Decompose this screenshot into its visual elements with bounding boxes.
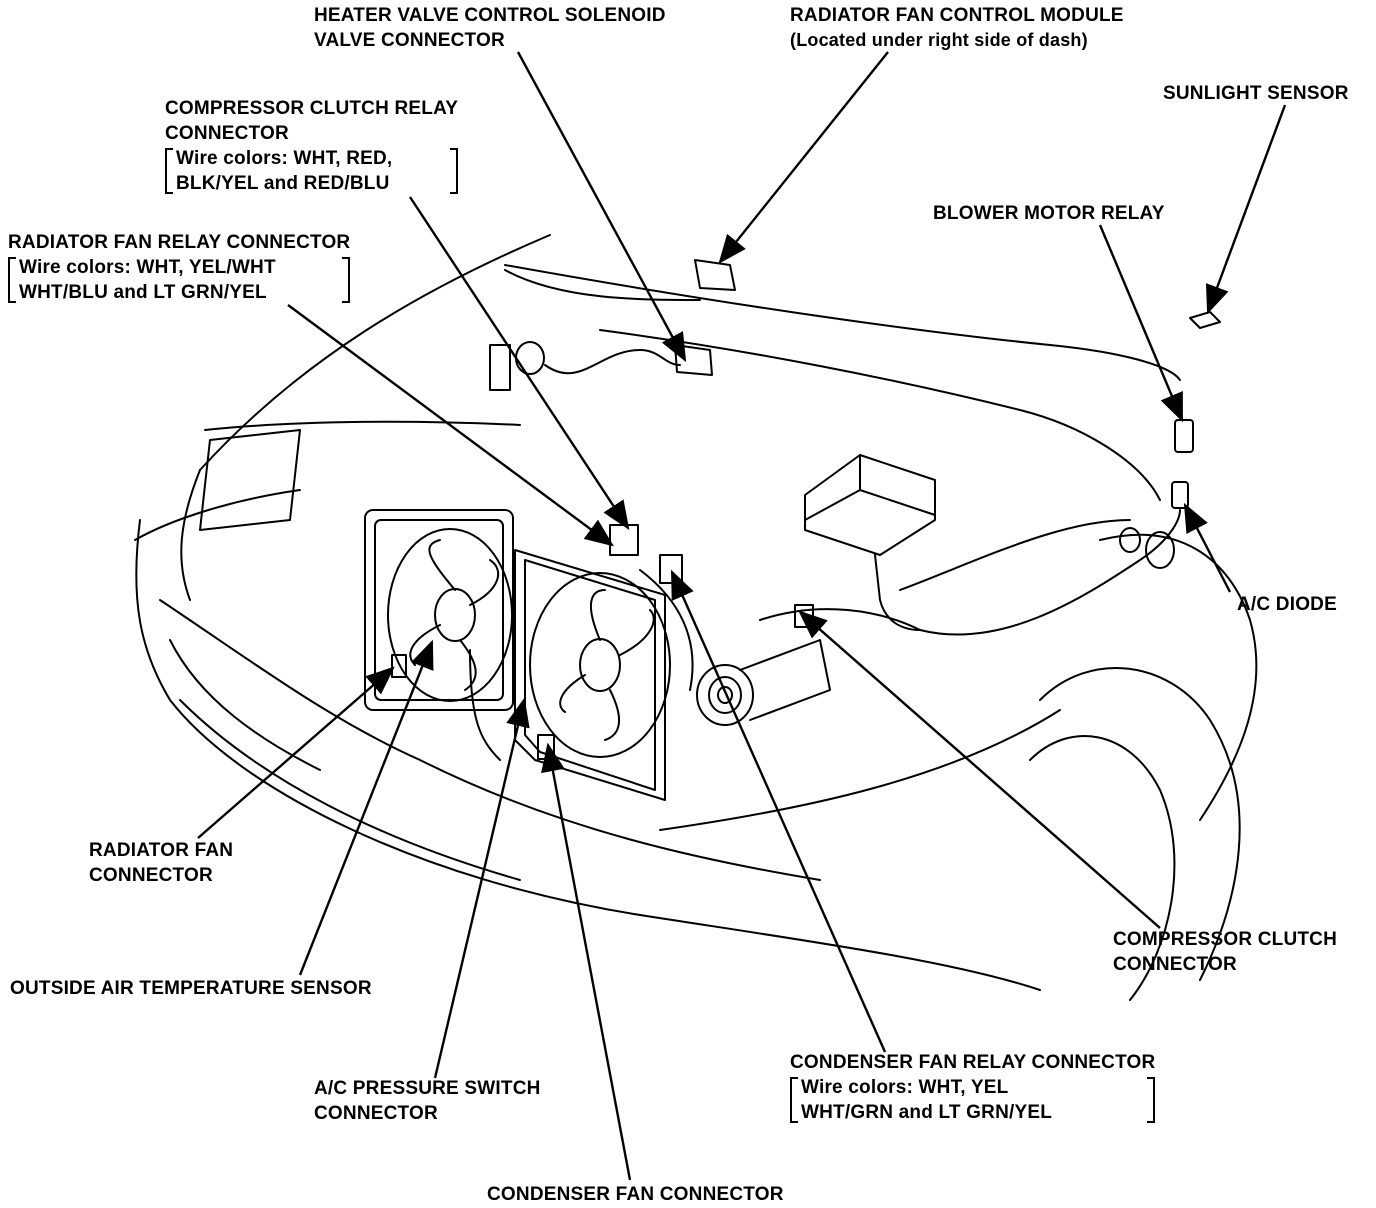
leader-fan-relay <box>287 304 614 547</box>
leader-sunlight-sensor <box>1205 104 1287 315</box>
label-radiator-fan-relay: RADIATOR FAN RELAY CONNECTOR Wire colors… <box>8 232 351 305</box>
leader-ac-diode <box>1183 502 1232 593</box>
label-sunlight-sensor: SUNLIGHT SENSOR <box>1163 83 1349 104</box>
label-ac-diode: A/C DIODE <box>1237 594 1337 615</box>
label-radiator-fan-control-module: RADIATOR FAN CONTROL MODULE (Located und… <box>790 5 1124 50</box>
leader-compressor-relay <box>408 196 630 531</box>
wire-colors-compressor-relay: Wire colors: WHT, RED, BLK/YEL and RED/B… <box>165 146 459 196</box>
label-blower-motor-relay: BLOWER MOTOR RELAY <box>933 203 1165 224</box>
leader-heater-valve <box>516 51 687 363</box>
leader-fan-module <box>718 51 889 264</box>
label-outside-air-temperature-sensor: OUTSIDE AIR TEMPERATURE SENSOR <box>10 978 372 999</box>
leader-radiator-fan <box>197 666 395 839</box>
leader-ac-pressure <box>433 697 530 1079</box>
leader-condenser-relay <box>670 569 887 1053</box>
label-heater-valve: HEATER VALVE CONTROL SOLENOID VALVE CONN… <box>314 5 666 51</box>
wire-colors-radiator-fan-relay: Wire colors: WHT, YEL/WHT WHT/BLU and LT… <box>8 255 351 305</box>
label-compressor-clutch-relay: COMPRESSOR CLUTCH RELAY CONNECTOR Wire c… <box>165 98 459 196</box>
label-radiator-fan-connector: RADIATOR FAN CONNECTOR <box>89 840 234 886</box>
label-condenser-fan-connector: CONDENSER FAN CONNECTOR <box>487 1184 784 1205</box>
label-condenser-fan-relay: CONDENSER FAN RELAY CONNECTOR Wire color… <box>790 1052 1156 1125</box>
label-ac-pressure-switch: A/C PRESSURE SWITCH CONNECTOR <box>314 1078 541 1124</box>
leader-outside-air-temp <box>298 639 434 976</box>
leader-condenser-fan <box>541 742 632 1181</box>
label-compressor-clutch-connector: COMPRESSOR CLUTCH CONNECTOR <box>1113 929 1338 975</box>
leader-blower-relay <box>1098 224 1184 423</box>
leader-compressor-clutch <box>798 610 1161 929</box>
wire-colors-condenser-fan-relay: Wire colors: WHT, YEL WHT/GRN and LT GRN… <box>790 1075 1156 1125</box>
leader-lines <box>197 51 1287 1181</box>
